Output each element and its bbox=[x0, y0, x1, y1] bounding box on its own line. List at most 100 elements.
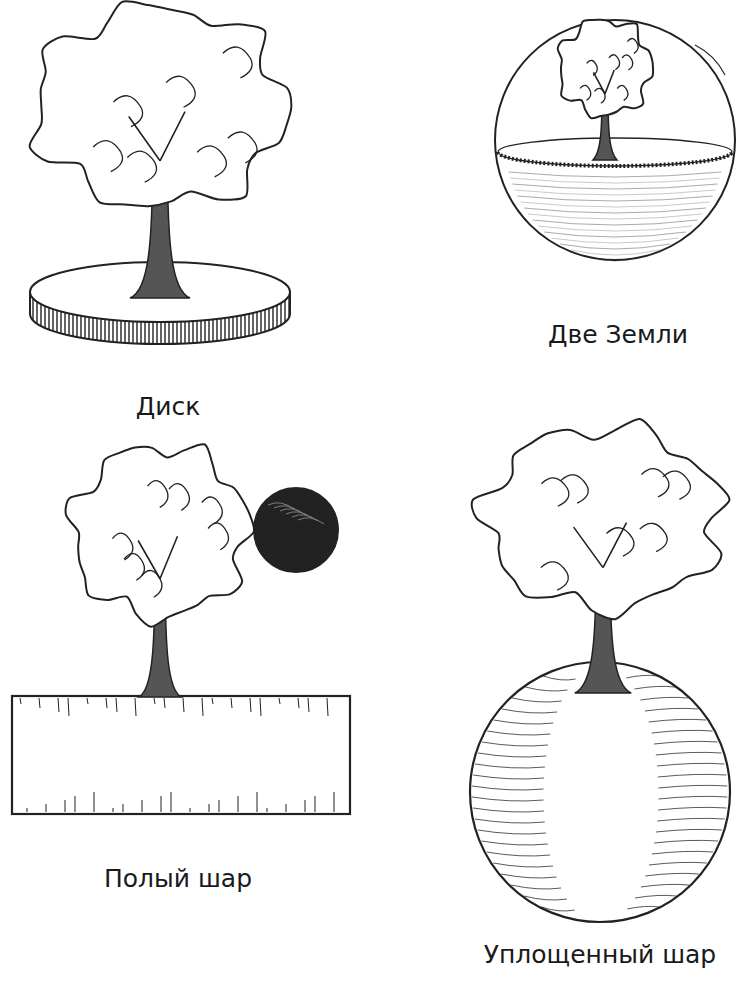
sphere-shading bbox=[473, 807, 726, 812]
caption: Полый шар bbox=[104, 864, 252, 894]
sphere-shading bbox=[502, 708, 698, 713]
slab-hatch bbox=[238, 796, 239, 812]
slab-hatch bbox=[315, 796, 316, 812]
slab-hatch bbox=[27, 808, 28, 812]
slab-hatch bbox=[39, 698, 40, 708]
slab-hatch bbox=[58, 698, 59, 712]
tree-crown bbox=[30, 1, 292, 206]
sphere-shading bbox=[482, 741, 718, 746]
crown-texture bbox=[112, 533, 132, 560]
crown-texture bbox=[124, 554, 144, 581]
slab-hatch bbox=[257, 792, 258, 812]
sphere-shading bbox=[478, 829, 722, 834]
slab-hatch bbox=[202, 698, 203, 716]
outer-sphere bbox=[495, 20, 735, 260]
sphere-shading bbox=[475, 818, 725, 823]
crown-texture bbox=[141, 571, 161, 598]
sphere-shading bbox=[478, 752, 722, 757]
crown-texture bbox=[541, 478, 568, 506]
slab-hatch bbox=[286, 804, 287, 812]
slab-hatch bbox=[142, 800, 143, 812]
slab-hatch bbox=[171, 792, 172, 812]
slab-hatch bbox=[305, 800, 306, 812]
slab-hatch bbox=[212, 698, 213, 704]
sphere-shading bbox=[475, 763, 724, 768]
slab-hatch bbox=[279, 698, 280, 704]
tree-crown bbox=[472, 419, 730, 619]
slab-hatch bbox=[231, 698, 232, 708]
globe-shading bbox=[512, 184, 717, 189]
sphere-shading bbox=[472, 785, 727, 790]
crown-texture bbox=[587, 60, 598, 75]
globe-shading bbox=[509, 172, 722, 177]
slab-hatch bbox=[267, 808, 268, 812]
crown-texture bbox=[166, 76, 195, 107]
slab-hatch bbox=[46, 804, 47, 812]
slab-hatch bbox=[154, 698, 155, 704]
tree-branches bbox=[574, 523, 627, 568]
tree bbox=[30, 1, 292, 298]
tree-branches bbox=[129, 112, 185, 161]
globe-shading bbox=[520, 202, 709, 207]
crown-texture bbox=[541, 562, 568, 590]
crown-texture bbox=[617, 85, 628, 100]
globe-shading bbox=[528, 214, 702, 219]
tree bbox=[66, 444, 254, 697]
crown-texture bbox=[113, 96, 142, 127]
globe-shading bbox=[544, 232, 686, 237]
caption: Диск bbox=[136, 392, 201, 422]
slab-hatch bbox=[135, 698, 136, 716]
crown-texture bbox=[223, 47, 252, 78]
globe-shading bbox=[524, 208, 706, 213]
tree-branches bbox=[138, 536, 177, 579]
slab-hatch bbox=[209, 804, 210, 812]
crown-texture bbox=[627, 39, 638, 54]
sphere-shading bbox=[487, 851, 713, 856]
slab-hatch bbox=[327, 698, 328, 716]
sun-texture bbox=[298, 518, 324, 524]
sphere-shading bbox=[501, 873, 699, 878]
slab-hatch bbox=[308, 698, 309, 712]
slab-hatch bbox=[190, 808, 191, 812]
caption: Уплощенный шар bbox=[484, 940, 716, 970]
globe-shading bbox=[510, 178, 719, 183]
globe-shading bbox=[538, 226, 692, 231]
slab-hatch bbox=[123, 804, 124, 812]
crown-texture bbox=[609, 55, 620, 70]
slab-hatch bbox=[116, 698, 117, 712]
slab-hatch bbox=[250, 698, 251, 712]
ground-slab bbox=[12, 696, 350, 814]
globe-shading bbox=[515, 190, 716, 195]
sphere-shading bbox=[493, 862, 707, 867]
globe-shading bbox=[517, 196, 712, 201]
sphere-highlight bbox=[695, 45, 725, 75]
slab-hatch bbox=[68, 698, 69, 716]
sphere-shading bbox=[512, 697, 688, 702]
sphere-shading bbox=[472, 796, 727, 801]
globe-shading bbox=[571, 250, 659, 255]
crown-texture bbox=[663, 471, 690, 499]
horizon-plane bbox=[498, 138, 732, 166]
tree bbox=[472, 419, 730, 693]
slab-hatch bbox=[260, 698, 261, 716]
crown-texture bbox=[580, 85, 591, 100]
globe-shading bbox=[560, 244, 670, 249]
earth-sphere bbox=[470, 662, 730, 922]
crown-texture bbox=[127, 151, 156, 182]
inner-sun bbox=[254, 488, 338, 572]
slab-hatch bbox=[106, 698, 107, 708]
sphere-shading bbox=[511, 884, 689, 889]
slab-hatch bbox=[298, 698, 299, 708]
sphere-shading bbox=[473, 774, 726, 779]
slab-hatch bbox=[20, 698, 21, 704]
tree bbox=[558, 20, 653, 160]
crown-texture bbox=[147, 481, 167, 508]
slab-hatch bbox=[65, 800, 66, 812]
slab-hatch bbox=[75, 796, 76, 812]
sphere-shading bbox=[541, 906, 659, 911]
slab-hatch bbox=[161, 796, 162, 812]
crown-texture bbox=[640, 523, 667, 551]
crown-texture bbox=[208, 523, 228, 550]
crown-texture bbox=[561, 475, 588, 503]
